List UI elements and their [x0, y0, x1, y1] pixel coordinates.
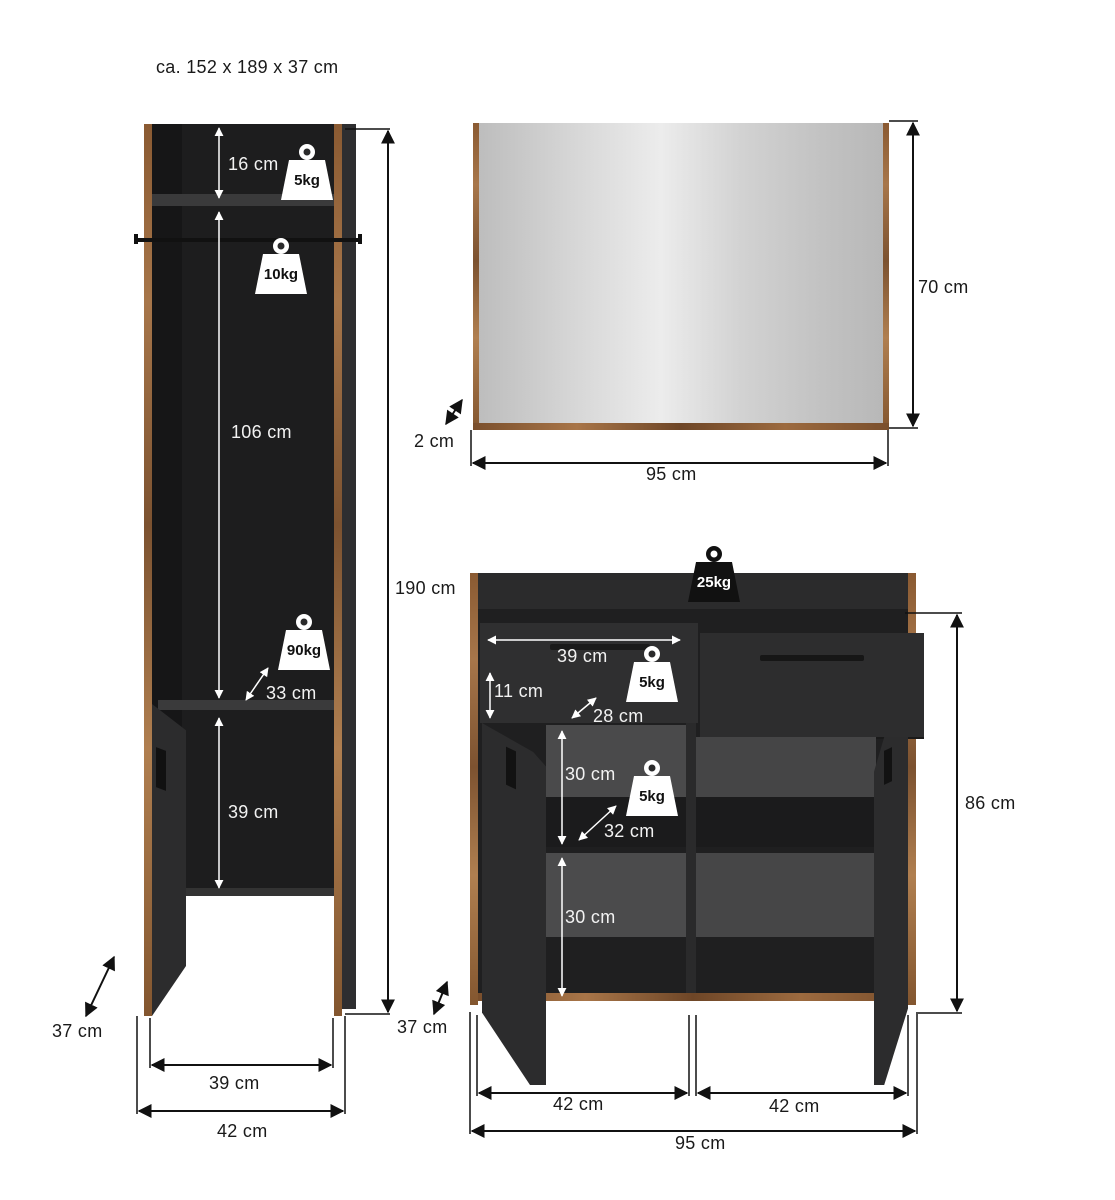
- wardrobe-hanging-rail: [134, 238, 362, 242]
- shelf-depth-label: 32 cm: [604, 821, 655, 841]
- weight-icon: [255, 238, 307, 294]
- sideboard-shelf: [546, 797, 876, 847]
- wardrobe-right-side: [334, 124, 342, 1016]
- weight-badge-drawer: 5kg: [624, 644, 680, 702]
- mirror-height-label: 70 cm: [918, 277, 969, 297]
- wardrobe-depth-label: 37 cm: [52, 1021, 103, 1041]
- wardrobe-outer-width-label: 42 cm: [217, 1121, 268, 1141]
- wardrobe: [134, 124, 362, 1016]
- drawer-height-label: 11 cm: [494, 681, 544, 701]
- mirror-frame-left: [473, 123, 479, 430]
- weight-label: 90kg: [286, 642, 322, 659]
- weight-icon: [626, 646, 678, 702]
- weight-icon: [278, 614, 330, 670]
- wardrobe-open-door: [152, 704, 186, 966]
- weight-icon: [281, 144, 333, 200]
- sideboard: [470, 573, 924, 1085]
- upper-shelf-height-label: 30 cm: [565, 764, 616, 784]
- sideboard-right-door: [874, 737, 908, 1085]
- right-door-width-label: 42 cm: [769, 1096, 820, 1116]
- weight-label: 5kg: [294, 172, 320, 189]
- left-door-width-label: 42 cm: [553, 1094, 604, 1114]
- weight-badge-top-shelf: 5kg: [279, 142, 335, 200]
- wardrobe-bottom-compartment-label: 39 cm: [228, 802, 279, 822]
- wardrobe-door-handle: [156, 747, 166, 791]
- sideboard-bottom: [478, 993, 908, 1001]
- wardrobe-right-side-face: [342, 124, 356, 1009]
- right-drawer-handle: [760, 655, 864, 661]
- weight-icon: [688, 546, 740, 602]
- rail-hook-right: [358, 234, 362, 244]
- sideboard-height-label: 86 cm: [965, 793, 1016, 813]
- sideboard-right-drawer: [700, 633, 924, 737]
- weight-badge-sideboard-top: 25kg: [686, 544, 742, 602]
- sideboard-lower-right-compartment: [696, 853, 876, 937]
- mirror-frame-bottom: [473, 423, 889, 430]
- sideboard-depth-label: 37 cm: [397, 1017, 448, 1037]
- weight-label: 25kg: [696, 574, 732, 591]
- left-door-handle: [506, 746, 516, 790]
- weight-label: 5kg: [639, 674, 665, 691]
- weight-icon: [626, 760, 678, 816]
- mirror: [473, 123, 889, 430]
- mirror-glass: [479, 123, 883, 423]
- weight-badge-rail: 10kg: [253, 236, 309, 294]
- wardrobe-left-side: [144, 124, 152, 1016]
- sideboard-upper-right-compartment: [696, 737, 876, 797]
- sideboard-left-side: [470, 573, 478, 1005]
- sideboard-lower-left-compartment: [546, 853, 686, 937]
- right-door-handle: [884, 747, 892, 785]
- sideboard-total-width-label: 95 cm: [675, 1133, 726, 1153]
- wardrobe-top-compartment-label: 16 cm: [228, 154, 279, 174]
- sideboard-divider: [686, 723, 696, 993]
- wardrobe-left-door-slant: [152, 966, 186, 1016]
- mirror-frame-right: [883, 123, 889, 430]
- wardrobe-inner-width-label: 39 cm: [209, 1073, 260, 1093]
- drawer-width-label: 39 cm: [557, 646, 608, 666]
- weight-label: 5kg: [639, 788, 665, 805]
- rail-hook-left: [134, 234, 138, 244]
- wardrobe-bottom-shelf: [174, 888, 334, 896]
- wardrobe-shelf-depth-label: 33 cm: [266, 683, 317, 703]
- wardrobe-middle-shelf: [158, 700, 334, 710]
- drawer-depth-label: 28 cm: [593, 706, 644, 726]
- left-drawer-handle: [550, 644, 650, 650]
- wardrobe-hanging-compartment-label: 106 cm: [231, 422, 292, 442]
- mirror-depth-label: 2 cm: [414, 431, 455, 451]
- overall-dimensions-label: ca. 152 x 189 x 37 cm: [156, 57, 339, 77]
- weight-badge-shelf: 5kg: [624, 758, 680, 816]
- wardrobe-height-label: 190 cm: [395, 578, 456, 598]
- lower-shelf-height-label: 30 cm: [565, 907, 616, 927]
- sideboard-right-side: [908, 573, 916, 1005]
- weight-badge-middle-shelf: 90kg: [276, 612, 332, 670]
- weight-label: 10kg: [263, 266, 299, 283]
- mirror-width-label: 95 cm: [646, 464, 697, 484]
